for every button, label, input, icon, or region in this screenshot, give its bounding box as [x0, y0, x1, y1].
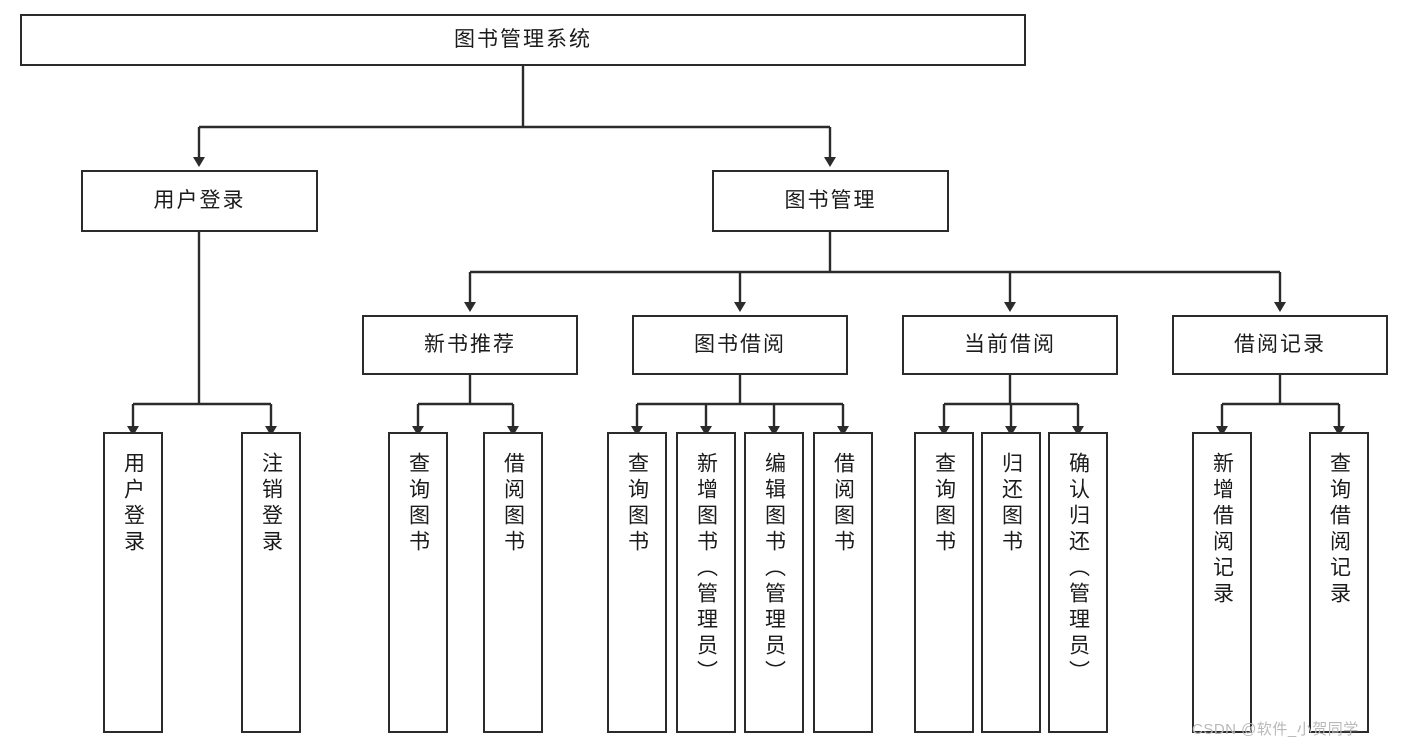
node-label: 新增借阅记录 [1210, 452, 1234, 608]
node-current-borrow[interactable]: 当前借阅 [902, 315, 1118, 375]
node-user-login[interactable]: 用户登录 [81, 170, 318, 232]
node-label: 借阅图书 [831, 452, 855, 556]
node-label: 新增图书（管理员） [694, 452, 718, 686]
node-label: 借阅图书 [501, 452, 525, 556]
leaf-user-login-logout[interactable]: 注销登录 [241, 432, 301, 733]
node-label: 用户登录 [153, 188, 246, 212]
node-label: 注销登录 [259, 452, 283, 556]
leaf-record-add-record[interactable]: 新增借阅记录 [1192, 432, 1252, 733]
leaf-borrow-query-book[interactable]: 查询图书 [607, 432, 667, 733]
node-label: 图书借阅 [694, 332, 786, 356]
node-label: 当前借阅 [964, 332, 1056, 356]
leaf-current-return-book[interactable]: 归还图书 [981, 432, 1041, 733]
leaf-current-query-book[interactable]: 查询图书 [914, 432, 974, 733]
node-label: 查询借阅记录 [1327, 452, 1351, 608]
leaf-user-login-login[interactable]: 用户登录 [103, 432, 163, 733]
node-book-management[interactable]: 图书管理 [712, 170, 949, 232]
leaf-current-confirm-return-admin[interactable]: 确认归还（管理员） [1048, 432, 1108, 733]
leaf-borrow-edit-book-admin[interactable]: 编辑图书（管理员） [744, 432, 804, 733]
node-label: 确认归还（管理员） [1066, 452, 1090, 686]
leaf-recommend-borrow-book[interactable]: 借阅图书 [483, 432, 543, 733]
leaf-recommend-query-book[interactable]: 查询图书 [388, 432, 448, 733]
node-label: 借阅记录 [1234, 332, 1326, 356]
node-label: 归还图书 [999, 452, 1023, 556]
node-book-borrow[interactable]: 图书借阅 [632, 315, 848, 375]
node-label: 查询图书 [932, 452, 956, 556]
node-label: 图书管理 [784, 188, 877, 212]
node-label: 查询图书 [625, 452, 649, 556]
leaf-borrow-add-book-admin[interactable]: 新增图书（管理员） [676, 432, 736, 733]
leaf-record-query-record[interactable]: 查询借阅记录 [1309, 432, 1369, 733]
node-root-book-management-system[interactable]: 图书管理系统 [20, 14, 1026, 66]
node-label: 图书管理系统 [454, 27, 592, 51]
node-label: 用户登录 [121, 452, 145, 556]
node-new-book-recommend[interactable]: 新书推荐 [362, 315, 578, 375]
node-label: 新书推荐 [424, 332, 516, 356]
watermark-csdn: CSDN @软件_小贺同学 [1192, 721, 1359, 738]
node-borrow-record[interactable]: 借阅记录 [1172, 315, 1388, 375]
leaf-borrow-borrow-book[interactable]: 借阅图书 [813, 432, 873, 733]
node-label: 查询图书 [406, 452, 430, 556]
node-label: 编辑图书（管理员） [762, 452, 786, 686]
